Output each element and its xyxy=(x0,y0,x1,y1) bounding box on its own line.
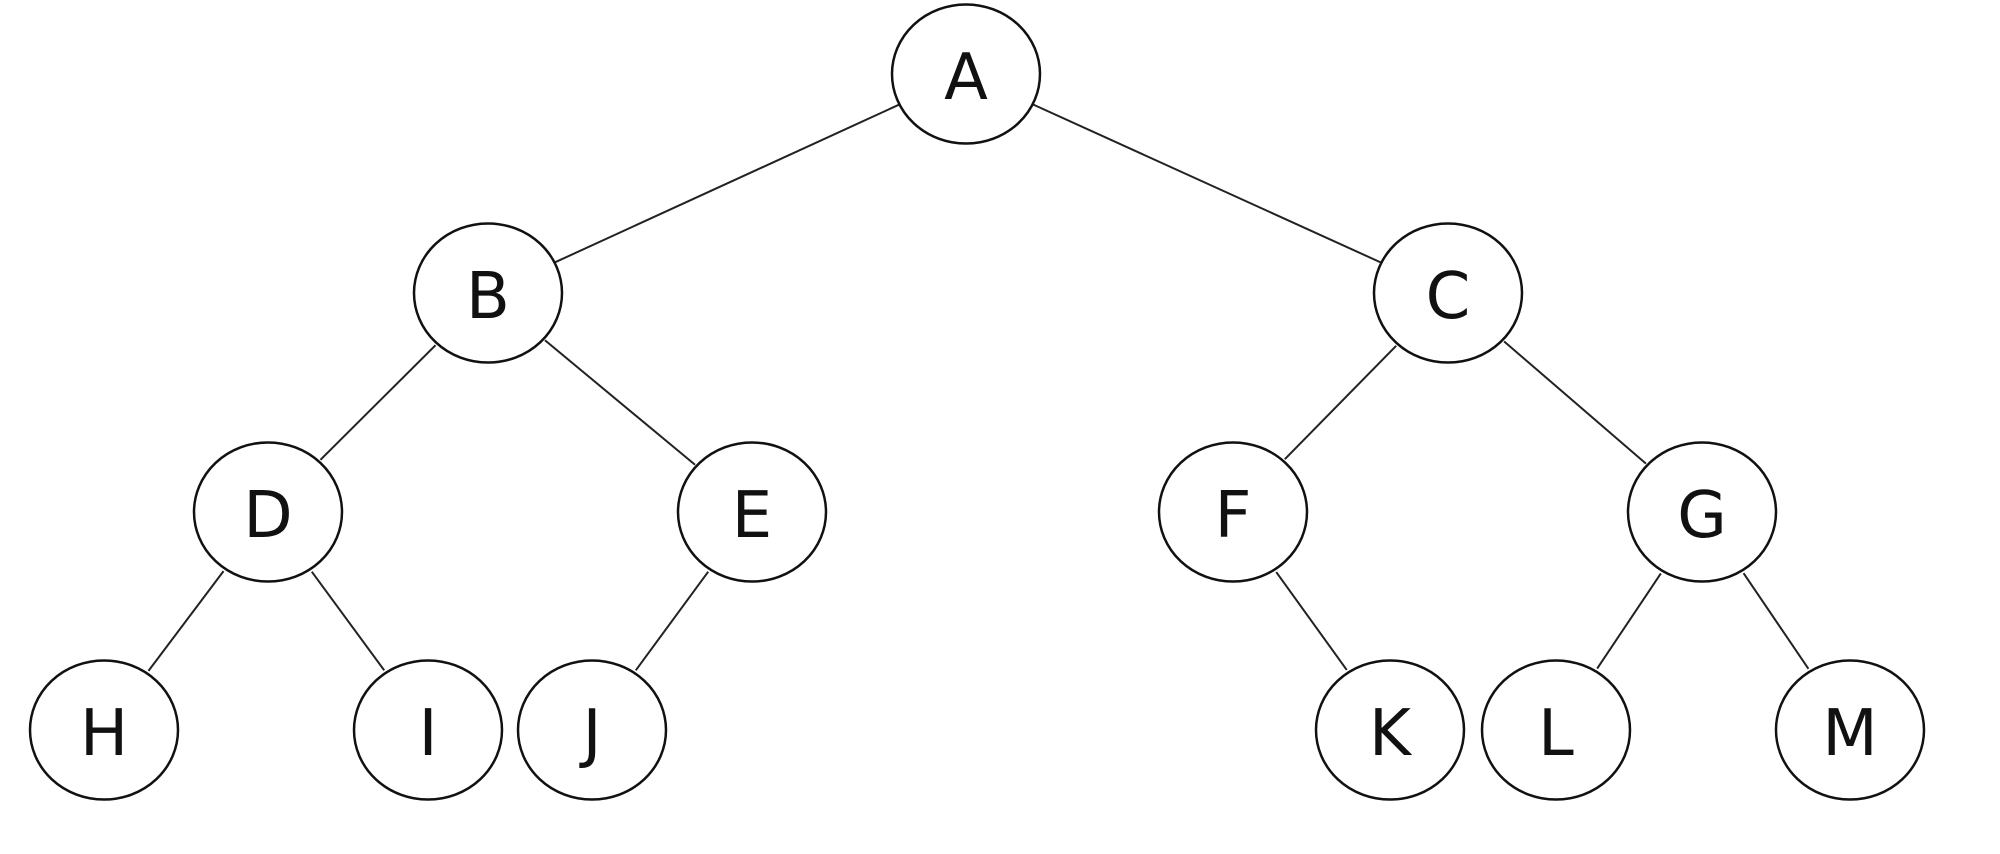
node-label: H xyxy=(80,697,128,771)
node-circle xyxy=(1157,441,1309,583)
edge-c-f xyxy=(1284,345,1397,460)
node-circle xyxy=(516,659,668,801)
node-circle xyxy=(412,222,564,364)
edge-d-i xyxy=(310,571,386,671)
node-label: B xyxy=(466,260,510,334)
node-circle xyxy=(192,441,344,583)
edge-b-d xyxy=(319,344,437,461)
node-label: M xyxy=(1822,697,1877,771)
node-circle xyxy=(1480,659,1632,801)
edge-a-c xyxy=(1032,103,1382,264)
edges-layer xyxy=(147,103,1810,672)
node-circle xyxy=(1626,441,1778,583)
tree-node-l: L xyxy=(1480,659,1632,801)
tree-node-a: A xyxy=(890,3,1042,145)
edge-d-h xyxy=(147,570,225,672)
edge-a-b xyxy=(554,103,900,264)
node-label: E xyxy=(732,479,772,553)
tree-node-g: G xyxy=(1626,441,1778,583)
tree-node-h: H xyxy=(28,659,180,801)
node-circle xyxy=(352,659,504,801)
edge-f-k xyxy=(1275,571,1348,671)
edge-c-g xyxy=(1503,340,1647,465)
node-label: K xyxy=(1369,697,1413,771)
tree-node-f: F xyxy=(1157,441,1309,583)
node-circle xyxy=(28,659,180,801)
node-circle xyxy=(1774,659,1926,801)
node-circle xyxy=(890,3,1042,145)
node-label: J xyxy=(579,697,602,771)
node-label: F xyxy=(1215,479,1252,553)
edge-e-j xyxy=(634,571,710,671)
nodes-layer: A B C D E F G H I J K L M xyxy=(28,3,1926,801)
edge-b-e xyxy=(544,339,696,466)
node-label: A xyxy=(944,41,988,115)
node-label: G xyxy=(1677,479,1727,553)
tree-node-m: M xyxy=(1774,659,1926,801)
node-circle xyxy=(1314,659,1466,801)
tree-node-i: I xyxy=(352,659,504,801)
node-label: I xyxy=(419,697,438,771)
edge-g-l xyxy=(1596,572,1662,670)
tree-node-j: J xyxy=(516,659,668,801)
node-circle xyxy=(676,441,828,583)
tree-node-c: C xyxy=(1372,222,1524,364)
tree-node-e: E xyxy=(676,441,828,583)
edge-g-m xyxy=(1742,572,1810,670)
tree-node-k: K xyxy=(1314,659,1466,801)
tree-node-b: B xyxy=(412,222,564,364)
tree-node-d: D xyxy=(192,441,344,583)
node-label: L xyxy=(1538,697,1574,771)
node-label: C xyxy=(1426,260,1471,334)
node-circle xyxy=(1372,222,1524,364)
node-label: D xyxy=(243,479,292,553)
